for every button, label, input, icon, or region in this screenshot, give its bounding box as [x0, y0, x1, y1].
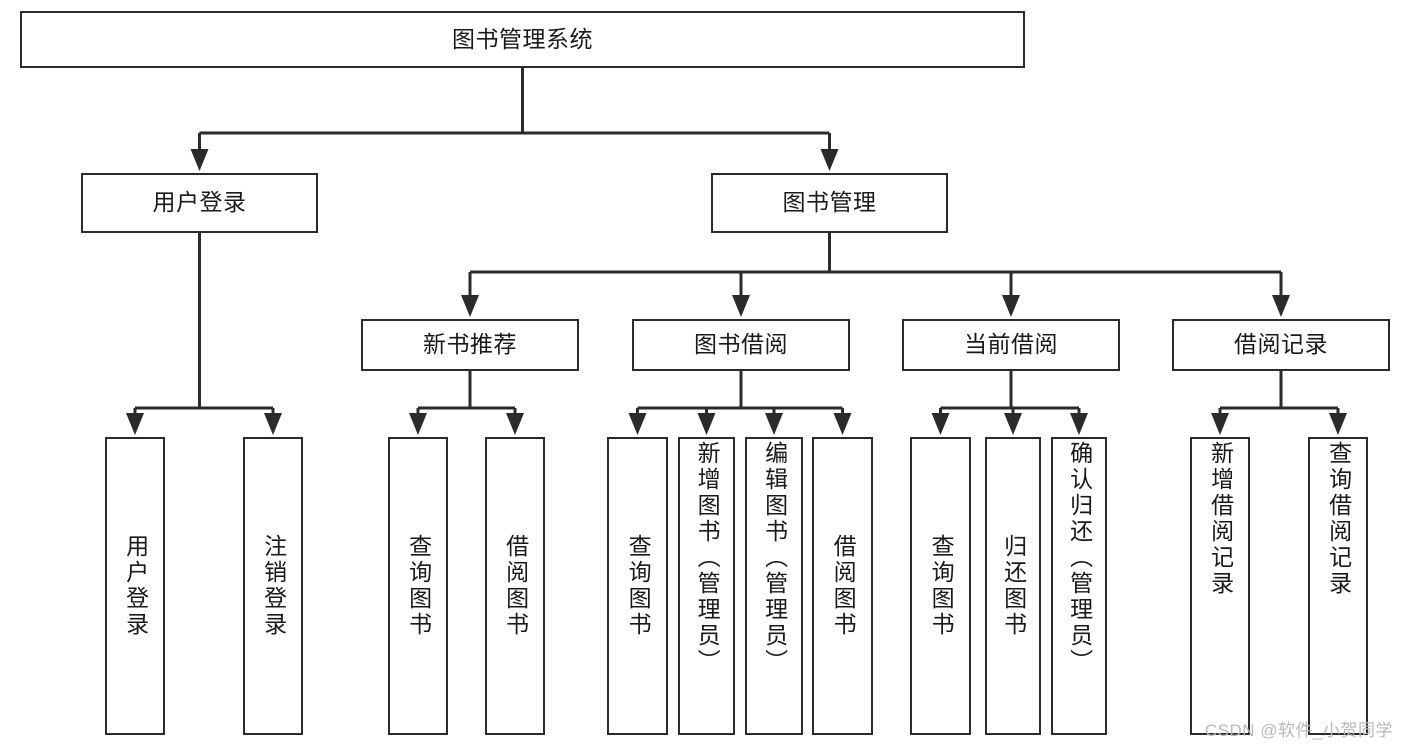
node-label: 确认归还（管理员）	[1066, 441, 1093, 675]
node-leaf-return-book: 归还图书	[985, 437, 1041, 735]
node-label: 查询图书	[625, 534, 652, 638]
connector-arrowhead	[697, 413, 716, 435]
node-label: 归还图书	[1000, 534, 1027, 638]
node-leaf-add-record: 新增借阅记录	[1190, 437, 1250, 735]
connector-arrowhead	[409, 413, 427, 435]
node-leaf-query-record: 查询借阅记录	[1308, 437, 1368, 735]
node-new-book-rec: 新书推荐	[361, 319, 579, 371]
node-label: 注销登录	[260, 534, 287, 638]
connector-arrowhead	[820, 149, 839, 171]
node-label: 图书管理	[782, 189, 877, 216]
node-label: 查询图书	[928, 534, 955, 638]
connector-arrowhead	[1004, 413, 1022, 435]
connector-arrowhead	[190, 149, 209, 171]
node-book-borrow: 图书借阅	[632, 319, 850, 371]
connector-arrowhead	[732, 295, 750, 317]
node-label: 借阅记录	[1234, 331, 1328, 358]
connector-arrowhead	[628, 413, 647, 435]
connector-arrowhead	[126, 413, 144, 435]
connector-arrowhead	[765, 413, 783, 435]
connector-arrowhead	[1002, 295, 1020, 317]
connector-arrowhead	[1272, 295, 1290, 317]
node-leaf-query-book-2: 查询图书	[607, 437, 668, 735]
node-borrow-record: 借阅记录	[1172, 319, 1390, 371]
connector-arrowhead	[1329, 413, 1347, 435]
node-label: 借阅图书	[830, 534, 857, 638]
node-current-borrow: 当前借阅	[902, 319, 1120, 371]
node-label: 新增图书（管理员）	[694, 441, 721, 675]
node-label: 当前借阅	[964, 331, 1058, 358]
node-label: 用户登录	[152, 189, 247, 216]
node-label: 图书管理系统	[452, 25, 593, 52]
connector-arrowhead	[506, 413, 524, 435]
node-label: 查询图书	[405, 534, 432, 638]
node-leaf-query-book-1: 查询图书	[388, 437, 448, 735]
node-label: 编辑图书（管理员）	[761, 441, 788, 675]
connector-arrowhead	[833, 413, 852, 435]
connector-arrowhead	[1211, 413, 1229, 435]
node-label: 借阅图书	[502, 534, 529, 638]
connector-arrowhead	[931, 413, 950, 435]
node-label: 新书推荐	[423, 331, 517, 358]
node-leaf-edit-book: 编辑图书（管理员）	[745, 437, 803, 735]
node-root: 图书管理系统	[20, 11, 1025, 68]
node-label: 新增借阅记录	[1207, 441, 1234, 597]
node-book-manage: 图书管理	[711, 173, 948, 233]
connector-arrowhead	[461, 295, 479, 317]
node-leaf-borrow-book-2: 借阅图书	[812, 437, 873, 735]
node-leaf-query-book-3: 查询图书	[910, 437, 971, 735]
node-leaf-confirm-return: 确认归还（管理员）	[1051, 437, 1107, 735]
node-label: 查询借阅记录	[1325, 441, 1352, 597]
node-label: 用户登录	[122, 534, 149, 638]
node-leaf-user-login: 用户登录	[105, 437, 165, 735]
connector-arrowhead	[264, 413, 282, 435]
node-leaf-user-logout: 注销登录	[243, 437, 303, 735]
node-user-login: 用户登录	[81, 173, 318, 233]
connector-arrowhead	[1070, 413, 1088, 435]
node-leaf-add-book: 新增图书（管理员）	[678, 437, 735, 735]
node-leaf-borrow-book-1: 借阅图书	[485, 437, 545, 735]
node-label: 图书借阅	[694, 331, 788, 358]
